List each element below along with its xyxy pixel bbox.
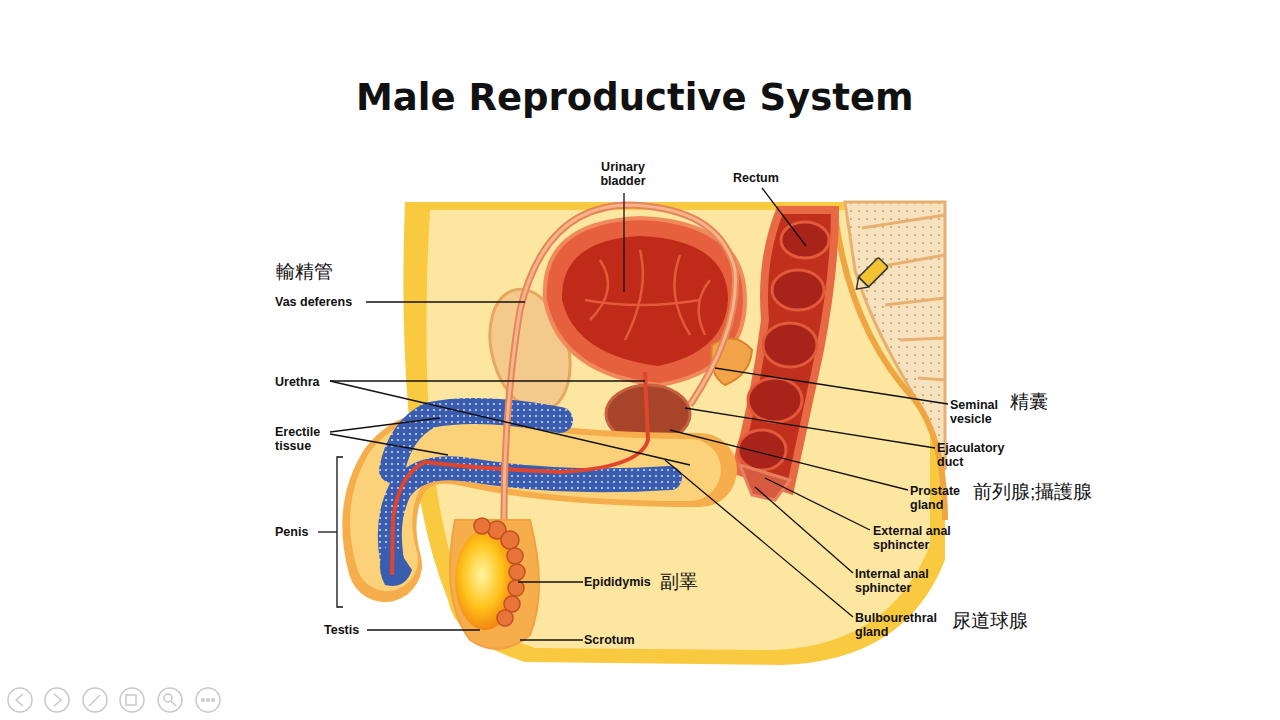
part-label: Rectum [733, 171, 779, 185]
part-label: Prostate gland [910, 484, 970, 513]
penis-skin [379, 447, 700, 565]
part-label: Penis [275, 525, 308, 539]
chinese-label: 精囊 [1010, 391, 1048, 413]
part-label: Vas deferens [275, 295, 352, 309]
bladder-lumen [562, 236, 728, 366]
bladder-rugae [585, 250, 710, 340]
chinese-label: 輸精管 [276, 261, 333, 283]
vertebra-lines [862, 215, 945, 380]
anal-canal [740, 465, 790, 500]
vas-deferens-core [504, 205, 735, 575]
slide-toolbar [8, 688, 220, 712]
rectum-folds [738, 222, 829, 470]
part-label: External anal sphincter [873, 524, 973, 553]
glans [380, 540, 412, 586]
part-label: Testis [324, 623, 359, 637]
leader-lines [318, 188, 948, 640]
vas-deferens [504, 205, 735, 575]
part-label: Erectile tissue [275, 425, 333, 454]
part-label: Urethra [275, 375, 319, 389]
epididymis [474, 518, 525, 626]
chinese-label: 尿道球腺 [952, 610, 1028, 632]
part-label: Bulbourethral gland [855, 611, 951, 640]
slide-title: Male Reproductive System [356, 76, 914, 119]
part-label: Epididymis [584, 575, 651, 589]
part-label: Seminal vesicle [950, 398, 1008, 427]
part-label: Urinary bladder [592, 160, 654, 189]
pencil-cursor [851, 257, 888, 294]
pelvic-fascia [835, 215, 945, 520]
chinese-label: 副睪 [660, 571, 698, 593]
part-label: Scrotum [584, 633, 635, 647]
part-label: Ejaculatory duct [937, 441, 1019, 470]
chinese-label: 前列腺;攝護腺 [973, 481, 1092, 503]
part-label: Internal anal sphincter [855, 567, 955, 596]
